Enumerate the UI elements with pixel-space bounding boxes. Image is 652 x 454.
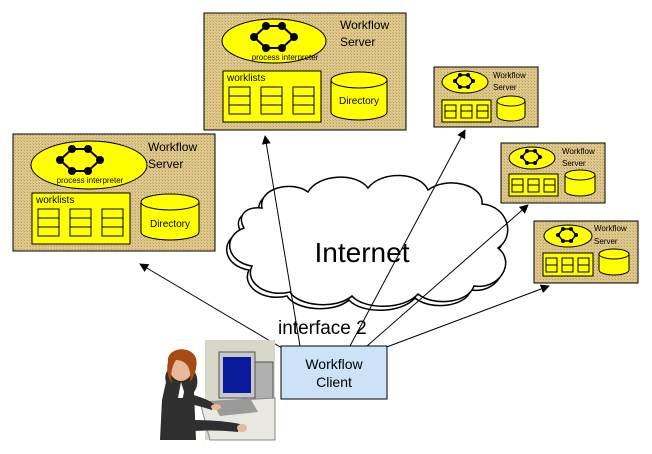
server-title: Workflow bbox=[148, 140, 197, 154]
server-title: Workflow bbox=[340, 18, 389, 32]
connection-arrows bbox=[139, 129, 550, 349]
client-label: Client bbox=[316, 374, 352, 390]
process-cycle-icon bbox=[556, 227, 578, 243]
server-title: Server bbox=[493, 83, 517, 92]
server-title: Server bbox=[148, 157, 183, 171]
arrow-to-server-left bbox=[139, 263, 283, 349]
worklists-label: worklists bbox=[35, 195, 74, 206]
workflow-server-right-2: Workflow Server bbox=[500, 142, 606, 204]
interface-label: interface 2 bbox=[278, 318, 367, 339]
database-cylinder-icon bbox=[564, 169, 596, 197]
server-title: Workflow bbox=[493, 71, 526, 80]
process-cycle-icon bbox=[453, 73, 475, 89]
process-interpreter bbox=[221, 18, 327, 64]
workflow-server-right-1: Workflow Server bbox=[433, 66, 539, 128]
process-interpreter bbox=[30, 140, 148, 190]
server-title: Server bbox=[340, 35, 375, 49]
directory-label: Directory bbox=[339, 96, 379, 107]
arrow-to-server-top bbox=[261, 135, 301, 347]
process-cycle-icon bbox=[520, 149, 542, 165]
database-cylinder-icon bbox=[330, 71, 388, 121]
server-title: Workflow bbox=[594, 224, 627, 233]
arrow-to-server-right-2 bbox=[366, 204, 529, 347]
server-title: Server bbox=[562, 159, 586, 168]
workflow-client: Workflow Client bbox=[280, 345, 388, 400]
workflow-server-top: Workflow Server process interpreter work… bbox=[203, 12, 407, 131]
internet-label: Internet bbox=[315, 237, 410, 268]
server-title: Server bbox=[594, 237, 618, 246]
process-cycle-icon bbox=[250, 22, 298, 52]
person-at-computer-icon bbox=[160, 340, 276, 441]
interpreter-label: process interpreter bbox=[57, 176, 124, 185]
worklists-label: worklists bbox=[226, 73, 265, 84]
client-label: Workflow bbox=[305, 356, 363, 372]
database-cylinder-icon bbox=[140, 193, 200, 241]
database-cylinder-icon bbox=[598, 248, 630, 276]
worklist-columns bbox=[228, 86, 315, 115]
server-title: Workflow bbox=[562, 147, 595, 156]
directory-label: Directory bbox=[150, 219, 190, 230]
arrow-to-server-right-3 bbox=[383, 284, 550, 349]
worklist-columns bbox=[37, 208, 124, 237]
interpreter-label: process interpreter bbox=[252, 53, 319, 62]
workflow-server-right-3: Workflow Server bbox=[533, 220, 639, 284]
process-cycle-icon bbox=[56, 145, 104, 175]
arrow-to-server-right-1 bbox=[349, 129, 466, 347]
workflow-server-left: Workflow Server process interpreter work… bbox=[12, 133, 216, 252]
database-cylinder-icon bbox=[496, 95, 526, 122]
internet-cloud: Internet bbox=[225, 174, 509, 311]
